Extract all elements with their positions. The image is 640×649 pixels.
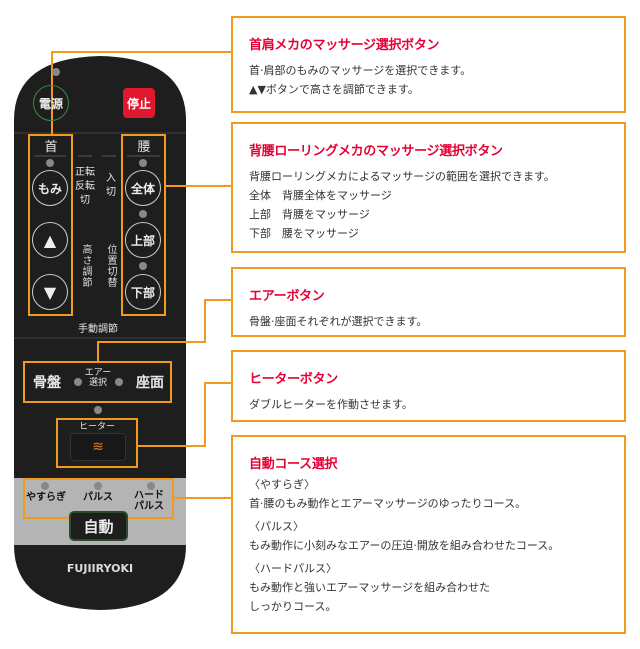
callout-title: 背腰ローリングメカのマッサージ選択ボタン: [249, 144, 503, 159]
height-adjust-label: 高さ調節: [80, 244, 91, 288]
heater-label: ヒーター: [78, 422, 115, 432]
callout-text: もみ動作と強いエアーマッサージを組み合わせた: [249, 581, 491, 594]
waist-highlight: [121, 134, 166, 316]
callout-title: 首肩メカのマッサージ選択ボタン: [249, 38, 440, 53]
callout-text: 首·腰のもみ動作とエアーマッサージのゆったりコース。: [249, 497, 527, 510]
rotation-label: 正転反転切: [75, 167, 95, 206]
power-button[interactable]: 電源: [33, 85, 69, 121]
indicator-dot: [94, 482, 102, 490]
callout-text: 全体 背腰全体をマッサージ: [249, 189, 392, 202]
callout-text: もみ動作に小刻みなエアーの圧迫·開放を組み合わせたコース。: [249, 539, 560, 552]
seat-button[interactable]: 座面: [136, 375, 164, 391]
waist-upper-button[interactable]: 上部: [125, 222, 161, 258]
callout-text: 下部 腰をマッサージ: [249, 227, 359, 240]
indicator-dot: [52, 68, 60, 76]
indicator-dot: [139, 159, 147, 167]
course-yasuragi-button[interactable]: やすらぎ: [26, 492, 66, 503]
indicator-dot: [147, 482, 155, 490]
callout-heater: ヒーターボタン ダブルヒーターを作動させます。: [231, 350, 626, 422]
callout-title: 自動コース選択: [249, 457, 338, 472]
callout-text: 首·肩部のもみのマッサージを選択できます。: [249, 64, 472, 77]
callout-auto-course: 自動コース選択 〈やすらぎ〉 首·腰のもみ動作とエアーマッサージのゆったりコース…: [231, 435, 626, 634]
callout-title: エアーボタン: [249, 289, 325, 304]
callout-text: ▲▼ボタンで高さを調節できます。: [249, 83, 419, 96]
callout-text: 背腰ローリングメカによるマッサージの範囲を選択できます。: [249, 170, 555, 183]
callout-text: 上部 背腰をマッサージ: [249, 208, 370, 221]
brand-logo: FUJIIRYOKI: [66, 562, 134, 575]
neck-momi-button[interactable]: もみ: [32, 170, 68, 206]
heater-button[interactable]: ≋: [70, 433, 126, 461]
heat-wave-icon: ≋: [92, 439, 104, 455]
air-select-button[interactable]: エアー選択: [84, 368, 112, 388]
callout-air: エアーボタン 骨盤·座面それぞれが選択できます。: [231, 267, 626, 337]
indicator-dot: [46, 159, 54, 167]
on-off-label: 入切: [106, 173, 116, 198]
manual-adjust-label: 手動調節: [78, 324, 118, 335]
waist-full-button[interactable]: 全体: [125, 170, 161, 206]
height-down-button[interactable]: ▼: [32, 274, 68, 310]
indicator-dot: [41, 482, 49, 490]
callout-text: 〈ハードパルス〉: [249, 562, 337, 575]
course-hard-pulse-button[interactable]: ハードパルス: [134, 490, 164, 512]
pelvis-button[interactable]: 骨盤: [33, 375, 61, 391]
neck-label: 首: [44, 140, 58, 155]
air-highlight: [23, 361, 172, 403]
callout-title: ヒーターボタン: [249, 372, 338, 387]
indicator-dot: [94, 406, 102, 414]
waist-lower-button[interactable]: 下部: [125, 274, 161, 310]
callout-text: 〈パルス〉: [249, 520, 304, 533]
callout-back-waist: 背腰ローリングメカのマッサージ選択ボタン 背腰ローリングメカによるマッサージの範…: [231, 122, 626, 253]
callout-text: ダブルヒーターを作動させます。: [249, 398, 413, 411]
stop-button[interactable]: 停止: [123, 88, 155, 118]
indicator-dot: [139, 210, 147, 218]
neck-highlight: [28, 134, 73, 316]
waist-label: 腰: [137, 140, 151, 155]
height-up-button[interactable]: ▲: [32, 222, 68, 258]
auto-button[interactable]: 自動: [69, 511, 128, 541]
position-switch-label: 位置切替: [105, 244, 116, 288]
indicator-dot: [139, 262, 147, 270]
callout-text: 〈やすらぎ〉: [249, 478, 315, 491]
callout-text: しっかりコース。: [249, 600, 337, 613]
callout-neck-shoulder: 首肩メカのマッサージ選択ボタン 首·肩部のもみのマッサージを選択できます。 ▲▼…: [231, 16, 626, 113]
course-pulse-button[interactable]: パルス: [83, 492, 113, 503]
indicator-dot: [74, 378, 82, 386]
callout-text: 骨盤·座面それぞれが選択できます。: [249, 315, 428, 328]
indicator-dot: [115, 378, 123, 386]
heater-highlight: [56, 418, 138, 468]
